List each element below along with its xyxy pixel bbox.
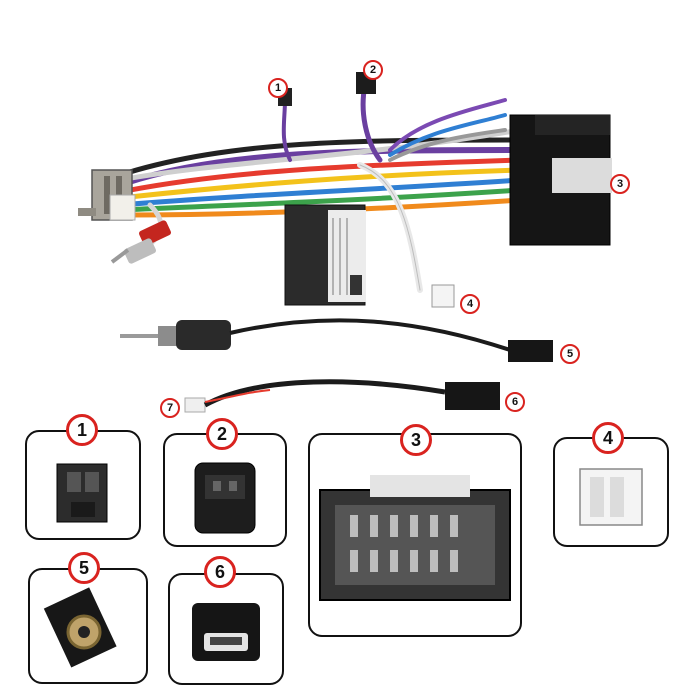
detail-box-6: [168, 573, 284, 685]
callout-6: 6: [505, 392, 525, 412]
detail-label-4: 4: [592, 422, 624, 454]
connector-4-closeup: [579, 468, 643, 526]
callout-1: 1: [268, 78, 288, 98]
detail-label-3: 3: [400, 424, 432, 456]
callout-7: 7: [160, 398, 180, 418]
left-connector: [78, 169, 136, 221]
connector-2-closeup: [194, 462, 256, 534]
detail-box-5: [28, 568, 148, 684]
detail-box-2: [163, 433, 287, 547]
callout-5: 5: [560, 344, 580, 364]
connector-1-closeup: [56, 463, 108, 523]
connector-3-closeup: [319, 475, 511, 601]
main-connector: [509, 114, 612, 246]
rca-plugs: [110, 220, 171, 264]
antenna-cable: [120, 318, 553, 362]
callout-2: 2: [363, 60, 383, 80]
connector-5-closeup: [43, 587, 117, 668]
usb-cable: [184, 379, 500, 413]
callout-3: 3: [610, 174, 630, 194]
callout-4: 4: [460, 294, 480, 314]
control-module: [284, 204, 366, 306]
detail-box-1: [25, 430, 141, 540]
detail-label-2: 2: [206, 418, 238, 450]
connector-6-closeup: [192, 603, 260, 661]
white-connector-4: [431, 284, 455, 308]
detail-label-5: 5: [68, 552, 100, 584]
detail-label-1: 1: [66, 414, 98, 446]
detail-label-6: 6: [204, 556, 236, 588]
detail-box-3: [308, 433, 522, 637]
